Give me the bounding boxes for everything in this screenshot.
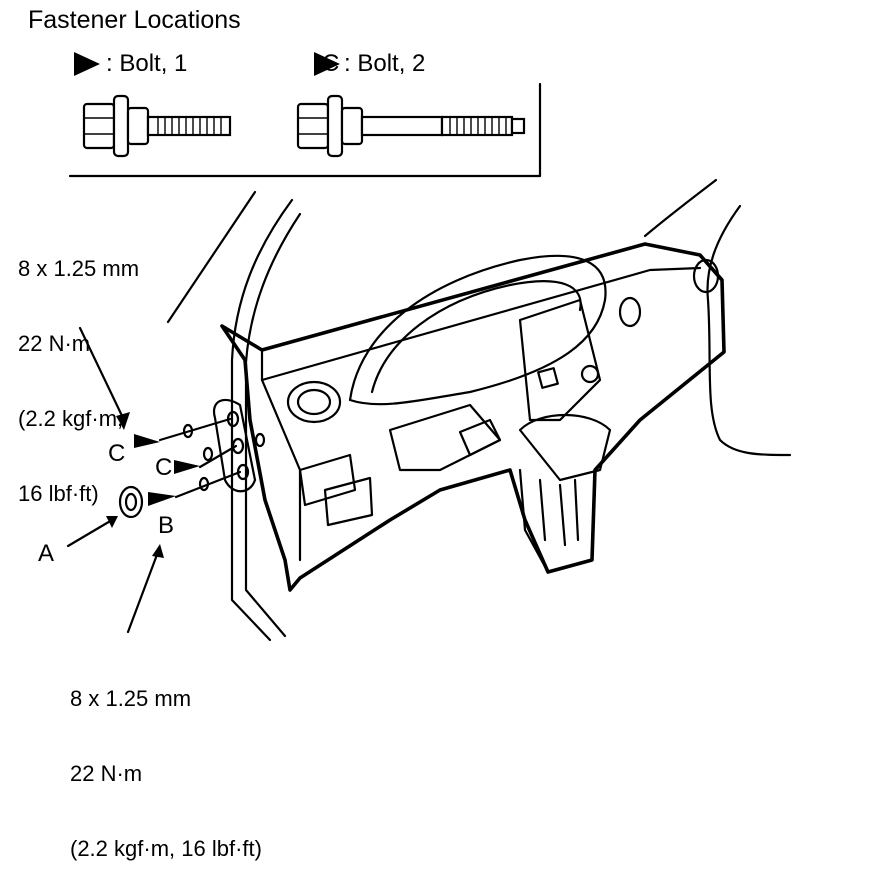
callout-a: A bbox=[38, 540, 55, 567]
part-a-grommet-icon bbox=[118, 485, 144, 519]
diagram-title: Fastener Locations bbox=[28, 6, 241, 34]
bolt1-icon bbox=[82, 94, 232, 158]
spec-lower-line: (2.2 kgf·m, 16 lbf·ft) bbox=[70, 836, 262, 861]
callout-c-middle: C bbox=[155, 454, 173, 481]
washer-icon bbox=[202, 446, 214, 462]
spec-upper: 8 x 1.25 mm 22 N·m (2.2 kgf·m, 16 lbf·ft… bbox=[18, 206, 139, 531]
leader-lines bbox=[66, 326, 164, 634]
spec-lower: 8 x 1.25 mm 22 N·m (2.2 kgf·m, 16 lbf·ft… bbox=[70, 636, 262, 886]
spec-lower-line: 22 N·m bbox=[70, 761, 143, 786]
bolt2-icon bbox=[296, 94, 526, 158]
dashboard-illustration bbox=[66, 52, 792, 642]
spec-upper-line: 22 N·m bbox=[18, 331, 91, 356]
callout-c-upper: C bbox=[108, 440, 126, 467]
legend-bolt1-text: : Bolt, 1 bbox=[106, 50, 188, 77]
bolt2-marker-icon bbox=[314, 52, 340, 76]
spec-upper-line: (2.2 kgf·m, bbox=[18, 406, 124, 431]
callout-b: B bbox=[158, 512, 175, 539]
legend-bolt2-text: : Bolt, 2 bbox=[344, 50, 426, 77]
legend-frame bbox=[68, 82, 542, 178]
dashboard-body bbox=[212, 242, 726, 592]
a-pillar bbox=[166, 178, 792, 642]
fastener-arrows bbox=[134, 417, 242, 506]
bolt1-marker-icon bbox=[74, 52, 100, 76]
spec-upper-line: 16 lbf·ft) bbox=[18, 481, 99, 506]
legend-bolt2-marker: C bbox=[322, 50, 340, 77]
spec-upper-line: 8 x 1.25 mm bbox=[18, 256, 140, 281]
spec-lower-line: 8 x 1.25 mm bbox=[70, 686, 192, 711]
